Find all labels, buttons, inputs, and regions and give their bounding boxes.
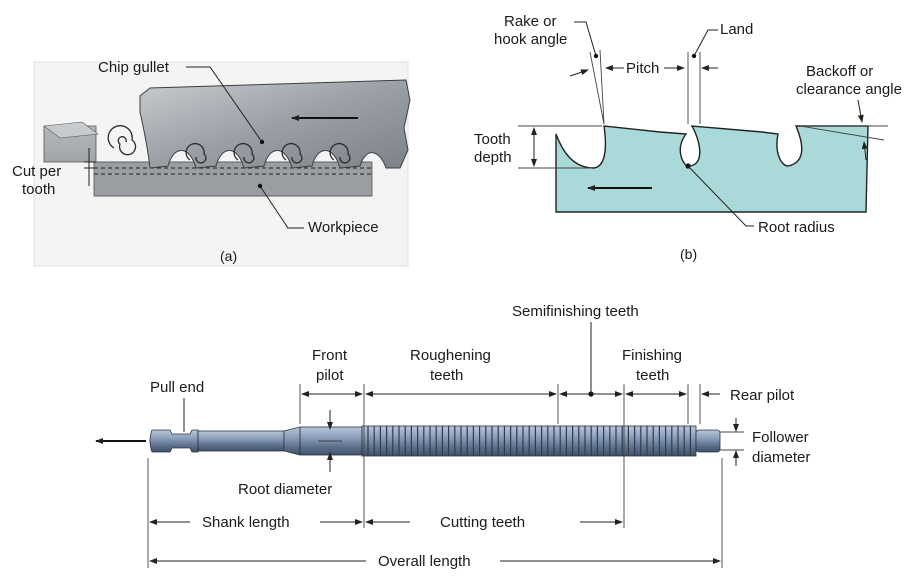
label-backoff-2: clearance angle: [796, 81, 902, 98]
dot-chip-gullet: [259, 139, 265, 145]
label-follower-1: Follower: [752, 429, 809, 446]
label-cutting-teeth: Cutting teeth: [440, 514, 525, 531]
leader-rake: [574, 21, 597, 57]
chip-3: [233, 143, 255, 164]
dot-land: [691, 53, 697, 59]
label-overall-length: Overall length: [378, 553, 471, 570]
broach-teeth: [367, 426, 692, 456]
caption-a: (a): [220, 248, 237, 264]
dot-workpiece: [257, 183, 263, 189]
chip-1: [107, 125, 137, 156]
chip-5: [329, 143, 351, 164]
label-cut-per-tooth-2: tooth: [22, 181, 55, 198]
figure-b: Tooth depth Rake or hook angle Pitch Lan…: [474, 13, 902, 262]
label-backoff-1: Backoff or: [806, 63, 873, 80]
label-land: Land: [720, 21, 753, 38]
label-finishing-2: teeth: [636, 367, 669, 384]
label-rake-2: hook angle: [494, 31, 567, 48]
chip-4: [281, 143, 303, 164]
label-follower-2: diameter: [752, 449, 810, 466]
label-pull-end: Pull end: [150, 379, 204, 396]
rear-pilot: [695, 429, 721, 453]
leader-land: [693, 29, 718, 57]
shank-taper: [283, 426, 301, 456]
rake-arrow: [569, 69, 589, 77]
backoff-line-2: [799, 125, 885, 141]
shank: [197, 430, 285, 452]
broach: Root diameter Follower diameter Pull end…: [95, 303, 810, 570]
label-root-diameter: Root diameter: [238, 481, 332, 498]
label-shank-length: Shank length: [202, 514, 290, 531]
label-semifinishing: Semifinishing teeth: [512, 303, 639, 320]
dot-rake: [593, 53, 599, 59]
broach-section: [139, 79, 411, 169]
label-pitch: Pitch: [626, 60, 659, 77]
label-chip-gullet: Chip gullet: [98, 59, 170, 76]
label-tooth-depth-1: Tooth: [474, 131, 511, 148]
label-root-radius: Root radius: [758, 219, 835, 236]
label-finishing-1: Finishing: [622, 347, 682, 364]
workpiece-body: [93, 161, 373, 197]
chips: [107, 125, 351, 164]
tooth-profile: [555, 125, 869, 213]
label-cut-per-tooth-1: Cut per: [12, 163, 61, 180]
pull-end-knob: [149, 429, 199, 453]
leader-chip-gullet: [186, 66, 263, 143]
label-front-pilot-2: pilot: [316, 367, 344, 384]
label-front-pilot-1: Front: [312, 347, 348, 364]
backoff-arrow-1: [857, 99, 864, 123]
backoff-arrow-2: [861, 141, 868, 161]
figure-a: Chip gullet Cut per tooth Workpiece (a): [12, 59, 411, 267]
label-tooth-depth-2: depth: [474, 149, 512, 166]
chip-2: [185, 143, 207, 164]
rake-line: [589, 51, 605, 125]
rake-vertical: [599, 49, 605, 125]
label-rear-pilot: Rear pilot: [730, 387, 795, 404]
workpiece-left-end: [43, 121, 99, 139]
label-roughening-2: teeth: [430, 367, 463, 384]
leader-root-radius: [687, 165, 754, 227]
label-rake-1: Rake or: [504, 13, 557, 30]
caption-b: (b): [680, 246, 697, 262]
label-roughening-1: Roughening: [410, 347, 491, 364]
label-workpiece: Workpiece: [308, 219, 379, 236]
leader-workpiece: [259, 185, 304, 229]
